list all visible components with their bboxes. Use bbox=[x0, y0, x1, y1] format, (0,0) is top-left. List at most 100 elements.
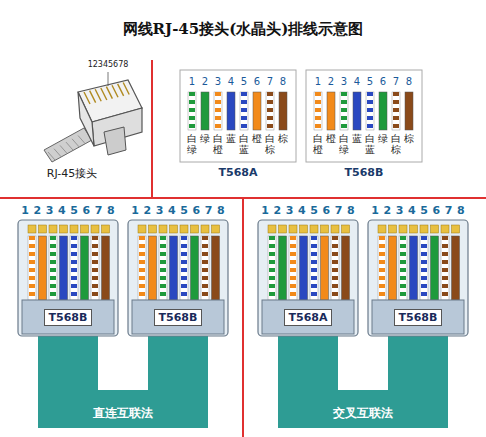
wire bbox=[70, 236, 78, 300]
wire bbox=[201, 92, 209, 130]
wire bbox=[60, 236, 68, 300]
pin-number: 6 bbox=[254, 76, 260, 87]
wire bbox=[289, 236, 297, 300]
wire-color-label: 白棕 bbox=[391, 133, 401, 155]
pin-number: 8 bbox=[406, 76, 412, 87]
pin-number: 12345678 bbox=[371, 204, 469, 217]
standard-name: T568B bbox=[45, 311, 92, 324]
rj45-connector bbox=[368, 220, 468, 336]
divider-line bbox=[242, 198, 244, 437]
pin-number: 1 bbox=[315, 76, 321, 87]
cable-band: 直连互联法 bbox=[38, 390, 208, 428]
pin-number: 4 bbox=[228, 76, 234, 87]
cable-leg bbox=[388, 334, 448, 394]
wire bbox=[331, 236, 339, 300]
standard-name: T568A bbox=[285, 311, 332, 324]
wire bbox=[188, 92, 196, 130]
rj45-illustration bbox=[44, 72, 142, 162]
method-name: 交叉互联法 bbox=[278, 405, 448, 422]
wire bbox=[138, 236, 146, 300]
cable-leg bbox=[148, 334, 208, 394]
wire-stripe bbox=[160, 236, 166, 300]
wire-color-label: 白棕 bbox=[265, 133, 275, 155]
wire-color-label: 绿 bbox=[200, 133, 210, 144]
wire-stripe bbox=[241, 92, 247, 130]
wire-color-label: 绿 bbox=[378, 133, 388, 144]
standard-tag: T568B bbox=[154, 309, 203, 326]
wire-stripe bbox=[421, 236, 427, 300]
wire bbox=[314, 92, 322, 130]
wire-stripe bbox=[181, 236, 187, 300]
wire-color-label: 白绿 bbox=[339, 133, 349, 155]
wire bbox=[49, 236, 57, 300]
wire-color-label: 蓝 bbox=[352, 133, 362, 144]
divider-line bbox=[151, 60, 153, 198]
wire-color-label: 白橙 bbox=[313, 133, 323, 155]
pin-number: 6 bbox=[380, 76, 386, 87]
pin-number: 12345678 bbox=[21, 204, 119, 217]
wire-stripe bbox=[367, 92, 373, 130]
wire-stripe bbox=[29, 236, 35, 300]
wire bbox=[379, 92, 387, 130]
wire bbox=[392, 92, 400, 130]
wire-stripe bbox=[189, 92, 195, 130]
wire-stripe bbox=[92, 236, 98, 300]
standard-label: T568A bbox=[219, 166, 258, 179]
wire-stripe bbox=[393, 92, 399, 130]
wire-stripe bbox=[400, 236, 406, 300]
pin-number: 7 bbox=[393, 76, 399, 87]
wire bbox=[240, 92, 248, 130]
cable-band: 交叉互联法 bbox=[278, 390, 448, 428]
wire-color-label: 白橙 bbox=[213, 133, 223, 155]
rj45-connector bbox=[258, 220, 358, 336]
wire bbox=[431, 236, 439, 300]
wire bbox=[102, 236, 110, 300]
wire bbox=[201, 236, 209, 300]
wire-stripe bbox=[269, 236, 275, 300]
standard-tag: T568A bbox=[284, 309, 333, 326]
wire bbox=[91, 236, 99, 300]
wire bbox=[279, 92, 287, 130]
wire bbox=[180, 236, 188, 300]
wire-stripe bbox=[341, 92, 347, 130]
wire bbox=[191, 236, 199, 300]
pin-number: 12345678 bbox=[88, 60, 129, 69]
wire bbox=[410, 236, 418, 300]
pin-number: 12345678 bbox=[261, 204, 359, 217]
wire bbox=[378, 236, 386, 300]
wire bbox=[300, 236, 308, 300]
rj45-connector bbox=[128, 220, 228, 336]
pin-number: 5 bbox=[241, 76, 247, 87]
wire-stripe bbox=[71, 236, 77, 300]
wire-stripe bbox=[332, 236, 338, 300]
cable-leg bbox=[278, 334, 338, 394]
part-name: RJ-45接头 bbox=[47, 166, 97, 181]
wire bbox=[149, 236, 157, 300]
wire bbox=[342, 236, 350, 300]
wire bbox=[353, 92, 361, 130]
wire bbox=[441, 236, 449, 300]
wire bbox=[279, 236, 287, 300]
wire-color-label: 棕 bbox=[404, 133, 414, 144]
standard-name: T568B bbox=[395, 311, 442, 324]
pin-number: 7 bbox=[267, 76, 273, 87]
wire bbox=[327, 92, 335, 130]
wire-stripe bbox=[267, 92, 273, 130]
wire bbox=[214, 92, 222, 130]
wire bbox=[310, 236, 318, 300]
title: 网线RJ-45接头(水晶头)排线示意图 bbox=[123, 20, 364, 39]
wire bbox=[452, 236, 460, 300]
standard-label: T568B bbox=[345, 166, 384, 179]
wire bbox=[389, 236, 397, 300]
wire-stripe bbox=[50, 236, 56, 300]
wire bbox=[366, 92, 374, 130]
wire-panel bbox=[306, 70, 422, 162]
wire-color-label: 橙 bbox=[252, 133, 262, 144]
wire bbox=[28, 236, 36, 300]
wire-stripe bbox=[311, 236, 317, 300]
standard-tag: T568B bbox=[44, 309, 93, 326]
wire-stripe bbox=[379, 236, 385, 300]
pin-number: 3 bbox=[341, 76, 347, 87]
wire bbox=[227, 92, 235, 130]
